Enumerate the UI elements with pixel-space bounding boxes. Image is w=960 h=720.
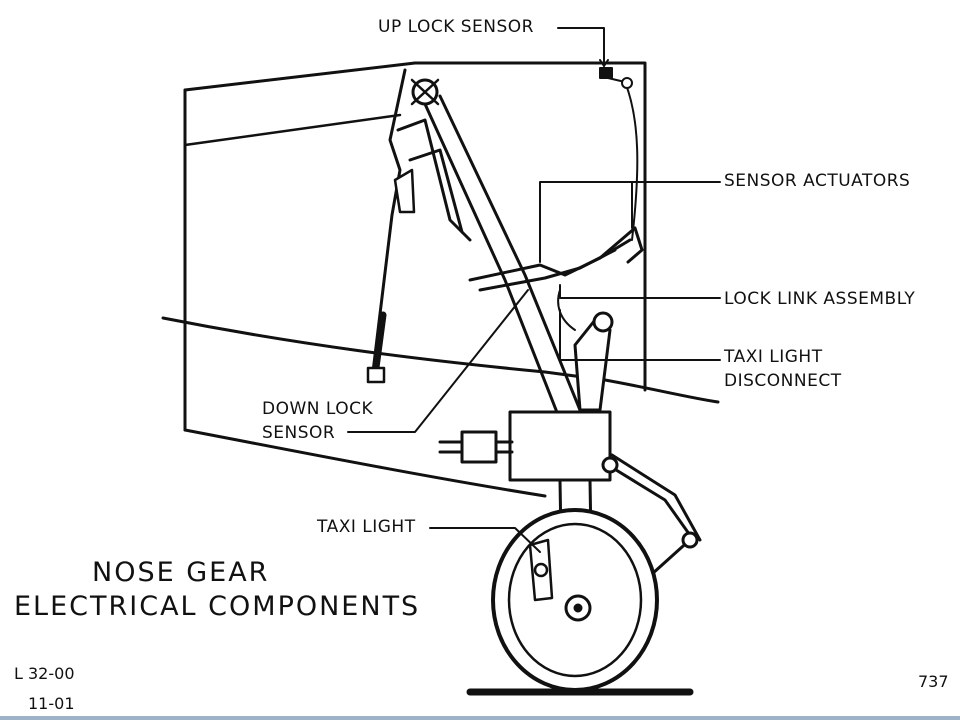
- sensor-wiring: [557, 67, 639, 331]
- sensor-actuators-label: SENSOR ACTUATORS: [724, 171, 911, 191]
- fuselage-skin: [161, 316, 720, 498]
- down-lock-sensor-label-line2: SENSOR: [262, 423, 336, 443]
- diagram-title-line2: ELECTRICAL COMPONENTS: [14, 591, 421, 622]
- down-lock-sensor-label-line1: DOWN LOCK: [262, 399, 374, 419]
- taxi-light-disconnect-label-line1: TAXI LIGHT: [724, 347, 823, 367]
- bottom-border-strip: [0, 716, 960, 720]
- up-lock-sensor-label: UP LOCK SENSOR: [378, 17, 534, 37]
- nose-wheel: [491, 508, 659, 692]
- revision-date: 11-01: [28, 694, 75, 713]
- taxi-light-disconnect-label-line2: DISCONNECT: [724, 371, 842, 391]
- lock-link-assembly-label: LOCK LINK ASSEMBLY: [724, 289, 916, 309]
- taxi-light-housing: [528, 538, 554, 602]
- drag-strut: [423, 94, 644, 422]
- aircraft-model: 737: [918, 672, 949, 691]
- chapter-reference: L 32-00: [14, 664, 75, 683]
- leader-lines: [347, 27, 721, 553]
- diagram-title-line1: NOSE GEAR: [92, 557, 270, 588]
- wheel-well-outline: [183, 61, 647, 432]
- taxi-light-label: TAXI LIGHT: [317, 517, 416, 537]
